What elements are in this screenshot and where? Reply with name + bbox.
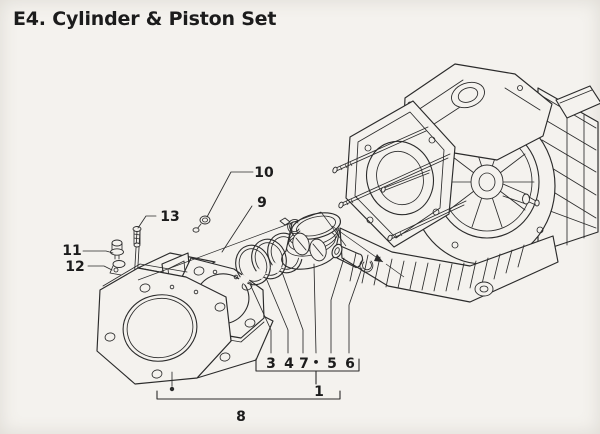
page-title: E4. Cylinder & Piston Set [13,8,277,30]
callout-dot: • [312,356,319,369]
callout-7: 7 [299,356,309,372]
mounting-studs-drawing [332,126,467,242]
callout-1: 1 [314,384,324,400]
stud-2 [338,153,451,209]
cylinder-flange-drawing [96,263,232,385]
ring-2 [251,238,287,280]
callout-10: 10 [254,165,274,181]
stud-3 [380,169,431,193]
fitting-part-11 [110,239,124,260]
callout-4: 4 [284,356,294,372]
engine-crankcase-drawing [339,63,600,303]
callout-9: 9 [257,195,267,211]
engine-sump-fins [339,227,559,303]
bolt-part-13 [132,226,142,248]
shroud-lattice [537,85,600,253]
engine-mount-face [345,100,456,248]
leader-lines [82,171,363,400]
piston-skirt-openings [292,232,327,262]
callout-3: 3 [266,356,276,372]
wrist-pin-drawing [331,243,363,269]
stud-4 [387,200,467,242]
crankshaft-end [502,183,540,207]
fitting-part-12 [109,260,126,276]
small-nut-part-10 [192,215,211,233]
piston-drawing [281,212,342,270]
callout-12: 12 [65,259,84,275]
assembly-axis-lines [137,211,405,281]
callout-5: 5 [327,356,337,372]
callout-labels: 10 9 13 11 12 3 4 7 • 5 6 1 8 [62,165,355,425]
callout-11: 11 [62,243,81,259]
stud-1 [332,126,429,174]
circlip-left-drawing [279,217,301,234]
callout-8: 8 [236,409,246,425]
callout-6: 6 [345,356,355,372]
drain-plug [474,281,494,297]
callout-13: 13 [160,209,179,225]
circlip-right-drawing [359,259,374,273]
